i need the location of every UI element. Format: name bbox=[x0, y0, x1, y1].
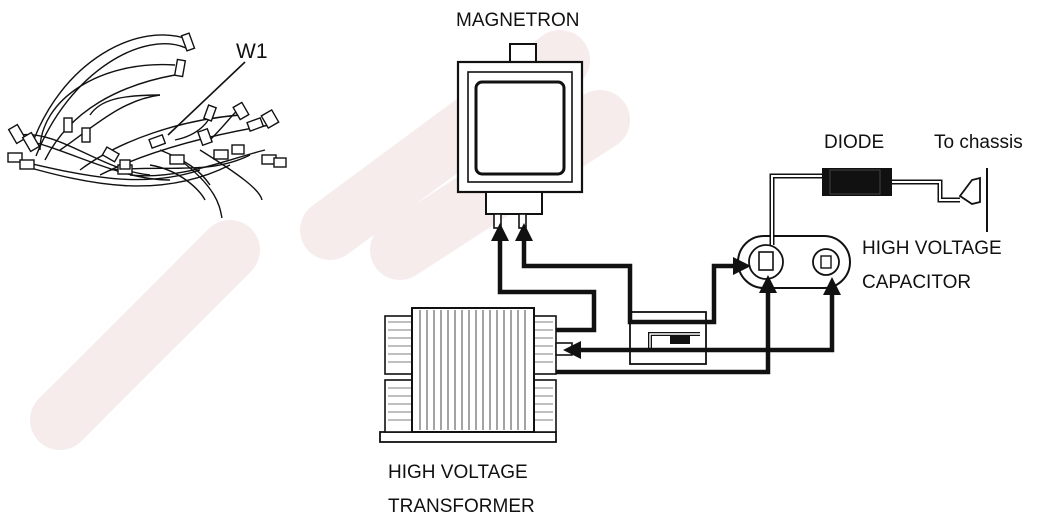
label-magnetron: MAGNETRON bbox=[456, 10, 580, 31]
wiring bbox=[491, 223, 841, 375]
label-diode: DIODE bbox=[824, 132, 884, 153]
wire-harness-w1 bbox=[7, 32, 287, 219]
magnetron bbox=[456, 43, 584, 229]
diode bbox=[769, 168, 960, 245]
label-capacitor-line2: CAPACITOR bbox=[862, 272, 971, 293]
label-capacitor-line1: HIGH VOLTAGE bbox=[862, 238, 1002, 259]
high-voltage-transformer bbox=[379, 307, 573, 443]
label-to-chassis: To chassis bbox=[934, 132, 1023, 153]
label-transformer-line2: TRANSFORMER bbox=[388, 496, 535, 517]
chassis-terminal bbox=[958, 168, 988, 232]
high-voltage-capacitor bbox=[737, 235, 851, 289]
label-transformer-line1: HIGH VOLTAGE bbox=[388, 462, 528, 483]
label-w1: W1 bbox=[236, 40, 268, 63]
